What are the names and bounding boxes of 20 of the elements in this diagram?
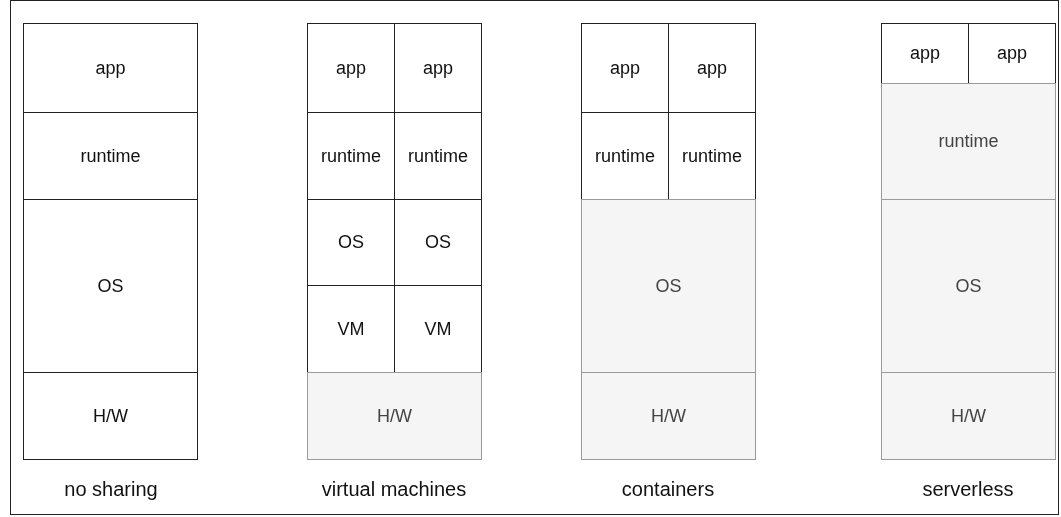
layer-box: app xyxy=(394,23,482,113)
layer-box: H/W xyxy=(881,372,1056,460)
column-caption: containers xyxy=(621,478,715,501)
layer-box: H/W xyxy=(581,372,756,460)
layer-box: app xyxy=(881,23,969,84)
column-caption: no sharing xyxy=(64,478,158,501)
layer-box: runtime xyxy=(23,112,198,200)
layer-box: OS xyxy=(881,199,1056,373)
layer-box: app xyxy=(968,23,1056,84)
layer-box: OS xyxy=(581,199,756,373)
layer-box: H/W xyxy=(307,372,482,460)
layer-box: H/W xyxy=(23,372,198,460)
layer-box: app xyxy=(23,23,198,113)
layer-box: runtime xyxy=(881,83,1056,200)
column-caption: virtual machines xyxy=(321,478,467,501)
layer-box: OS xyxy=(23,199,198,373)
layer-box: app xyxy=(668,23,756,113)
layer-box: app xyxy=(581,23,669,113)
column-caption: serverless xyxy=(922,478,1014,501)
layer-box: app xyxy=(307,23,395,113)
